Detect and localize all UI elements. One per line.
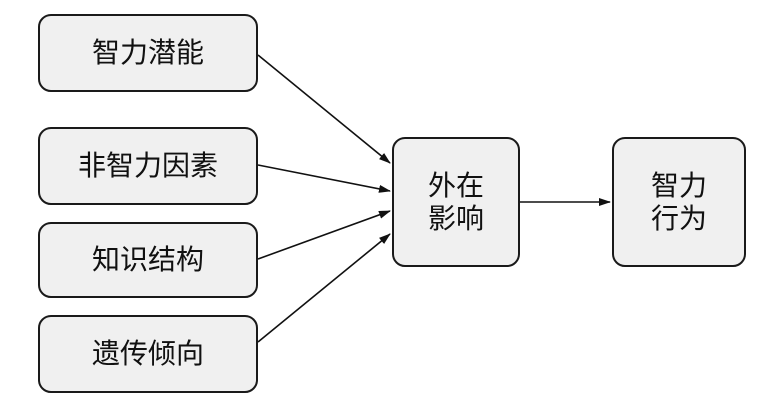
edge-genetic-tendency-to-external-influence: [257, 233, 391, 343]
node-knowledge-structure: 知识结构: [38, 222, 258, 298]
node-label-line1: 智力: [650, 168, 707, 202]
edge-intellectual-potential-to-external-influence: [257, 54, 391, 164]
node-label-line2: 行为: [650, 202, 707, 235]
edge-knowledge-structure-to-external-influence: [257, 210, 391, 260]
node-label: 知识结构: [91, 243, 204, 277]
node-genetic-tendency: 遗传倾向: [38, 315, 258, 393]
node-intellectual-behavior: 智力 行为: [612, 137, 746, 267]
node-label-line1: 外在: [427, 168, 484, 202]
node-intellectual-potential: 智力潜能: [38, 14, 258, 92]
node-external-influence: 外在 影响: [392, 137, 520, 267]
node-label-line2: 影响: [427, 202, 484, 235]
node-non-intellectual-factors: 非智力因素: [38, 127, 258, 205]
node-label: 非智力因素: [77, 149, 218, 183]
node-label: 智力潜能: [91, 36, 204, 70]
node-label: 遗传倾向: [91, 337, 204, 371]
edge-non-intellectual-to-external-influence: [257, 164, 391, 193]
